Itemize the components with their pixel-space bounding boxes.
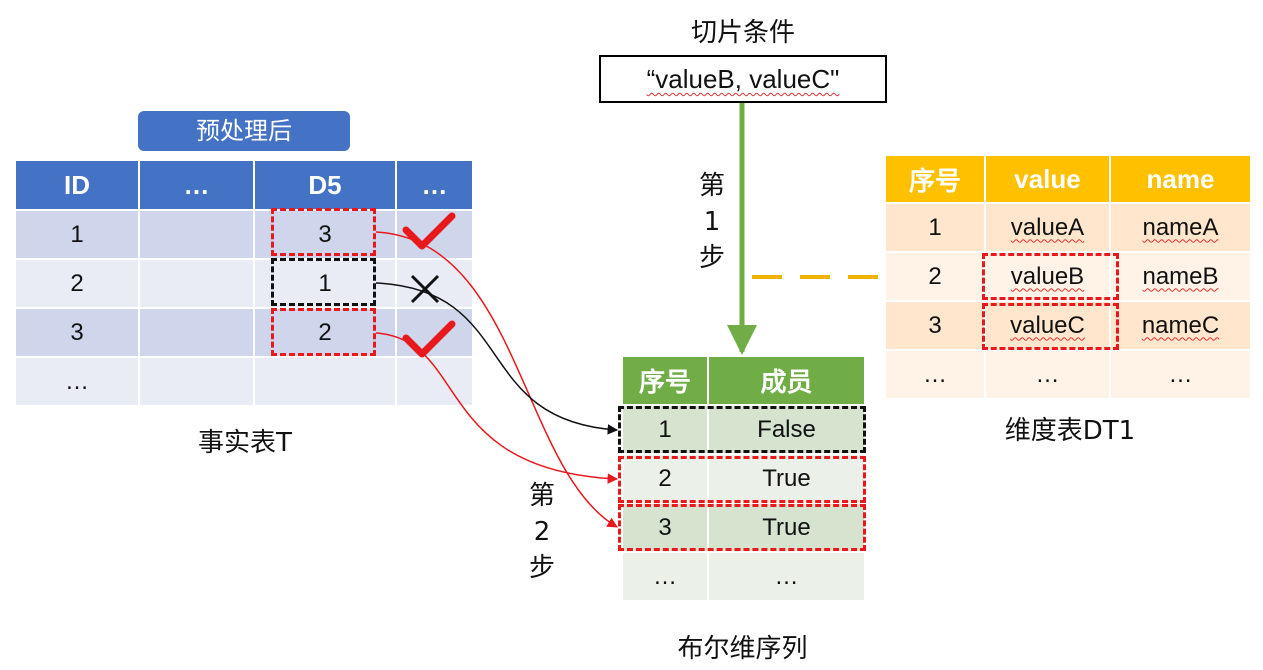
fact-header-ellipsis-1: … <box>140 161 253 209</box>
step1-label: 第 1 步 <box>694 168 730 276</box>
bool-table-caption: 布尔维序列 <box>677 634 808 664</box>
fact-header-ellipsis-2: … <box>397 161 472 209</box>
dim-row3-index: 3 <box>886 302 984 349</box>
dim-row2-name: nameB <box>1111 253 1250 300</box>
dim-row3-name-text: nameC <box>1141 311 1220 339</box>
dim-header-name: name <box>1111 156 1250 202</box>
fact-d5-highlight-row2 <box>271 258 376 306</box>
bool-row1-highlight <box>618 406 866 453</box>
dim-valueC-highlight <box>982 303 1119 350</box>
bool-row4-index: … <box>623 553 707 600</box>
bool-row2-member: True <box>709 455 864 502</box>
dim-header-index: 序号 <box>886 156 984 202</box>
bool-row3-index: 3 <box>623 504 707 551</box>
dim-row4-name: … <box>1111 351 1250 398</box>
dim-row2-value-text: valueB <box>1010 262 1085 290</box>
fact-row3-id: 3 <box>16 309 138 356</box>
fact-row1-d5: 3 <box>255 211 395 258</box>
dim-table-caption: 维度表DT1 <box>1004 416 1136 446</box>
fact-row3-d5: 2 <box>255 309 395 356</box>
fact-d5-highlight-row3 <box>271 308 376 356</box>
dim-row3-value-text: valueC <box>1010 311 1085 339</box>
dim-row1-name-text: nameA <box>1142 213 1219 241</box>
fact-header-d5: D5 <box>255 161 395 209</box>
dim-row2-index: 2 <box>886 253 984 300</box>
preprocessed-tag: 预处理后 <box>138 111 350 151</box>
dim-row2-value: valueB <box>986 253 1109 300</box>
dim-row3-value: valueC <box>986 302 1109 349</box>
bool-row2-index: 2 <box>623 455 707 502</box>
bool-header-index: 序号 <box>623 357 707 404</box>
fact-d5-highlight-row1 <box>271 208 376 256</box>
condition-title: 切片条件 <box>690 18 795 48</box>
dim-row3-name: nameC <box>1111 302 1250 349</box>
fact-row4-id: … <box>16 358 138 405</box>
dim-header-value: value <box>986 156 1109 202</box>
fact-table-caption: 事实表T <box>198 428 292 458</box>
bool-header-member: 成员 <box>709 357 864 404</box>
dim-row4-value: … <box>986 351 1109 398</box>
condition-box: “valueB, valueC" <box>599 55 887 103</box>
dim-row1-value: valueA <box>986 204 1109 251</box>
step1-char-2: 1 <box>703 207 721 237</box>
fact-row3-c4 <box>397 309 472 356</box>
step2-char-3: 步 <box>528 553 555 583</box>
bool-row1-index: 1 <box>623 406 707 453</box>
fact-row1-c4 <box>397 211 472 258</box>
step2-char-2: 2 <box>533 517 551 547</box>
step2-char-1: 第 <box>528 481 555 511</box>
fact-row4-c2 <box>140 358 253 405</box>
bool-row2-highlight <box>618 456 866 503</box>
fact-row2-c2 <box>140 260 253 307</box>
fact-row4-d5 <box>255 358 395 405</box>
dim-row2-name-text: nameB <box>1142 262 1219 290</box>
fact-row1-c2 <box>140 211 253 258</box>
bool-row3-member: True <box>709 504 864 551</box>
step1-char-1: 第 <box>698 171 725 201</box>
fact-row4-c4 <box>397 358 472 405</box>
fact-header-id: ID <box>16 161 138 209</box>
dim-row4-index: … <box>886 351 984 398</box>
fact-row2-d5: 1 <box>255 260 395 307</box>
fact-row2-c4 <box>397 260 472 307</box>
bool-row1-member: False <box>709 406 864 453</box>
dim-valueB-highlight <box>982 253 1119 300</box>
fact-row3-c2 <box>140 309 253 356</box>
step1-char-3: 步 <box>698 243 725 273</box>
dim-row1-name: nameA <box>1111 204 1250 251</box>
step2-label: 第 2 步 <box>524 478 560 586</box>
dim-row1-index: 1 <box>886 204 984 251</box>
fact-row1-id: 1 <box>16 211 138 258</box>
dim-row1-value-text: valueA <box>1010 213 1085 241</box>
bool-row4-member: … <box>709 553 864 600</box>
condition-value: “valueB, valueC" <box>646 64 840 94</box>
fact-row2-id: 2 <box>16 260 138 307</box>
bool-row3-highlight <box>618 504 866 551</box>
